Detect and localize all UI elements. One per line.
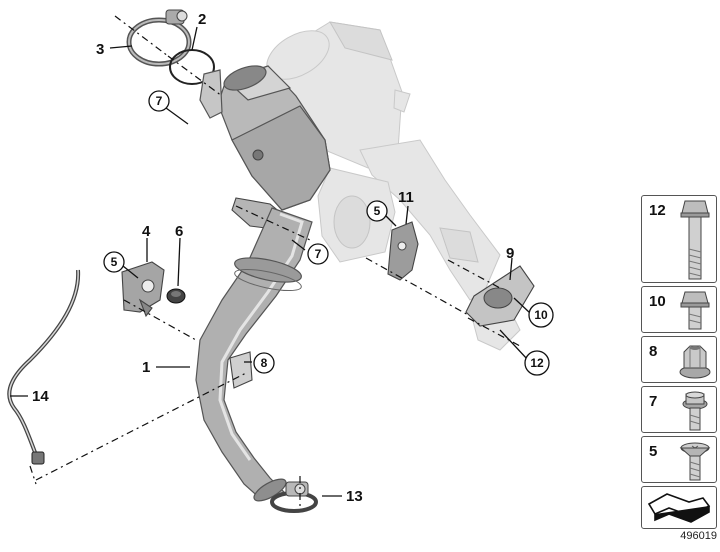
callout-13: 13 xyxy=(346,488,363,505)
callout-3: 3 xyxy=(96,41,104,58)
torx-bolt-icon xyxy=(682,391,708,431)
short-hex-bolt-icon xyxy=(680,291,710,330)
legend-cell-7: 7 xyxy=(641,386,717,433)
legend-cell-5: 5 xyxy=(641,436,717,483)
legend-number: 8 xyxy=(649,343,658,360)
legend-number: 10 xyxy=(649,293,666,310)
countersunk-screw-icon xyxy=(679,442,711,481)
svg-text:7: 7 xyxy=(315,247,322,261)
callout-1: 1 xyxy=(142,359,150,376)
callout-8: 8 xyxy=(253,352,275,374)
callout-6: 6 xyxy=(175,223,183,240)
legend-cell-10: 10 xyxy=(641,286,717,333)
callout-11: 11 xyxy=(398,189,414,206)
svg-text:7: 7 xyxy=(156,94,163,108)
callout-7-top: 7 xyxy=(148,90,170,112)
callout-10: 10 xyxy=(528,302,554,328)
callout-2: 2 xyxy=(198,11,206,28)
callout-5-left: 5 xyxy=(103,251,125,273)
legend-cell-8: 8 xyxy=(641,336,717,383)
assembly-lines xyxy=(29,15,521,510)
mounting-plate xyxy=(121,261,165,318)
sensor-cable xyxy=(7,269,81,465)
callout-9: 9 xyxy=(506,245,514,262)
front-exhaust-pipe xyxy=(195,207,313,502)
ghosted-particulate-filter xyxy=(266,21,521,351)
rear-bracket xyxy=(387,221,419,281)
fastener-legend: 12 10 8 7 xyxy=(641,195,717,532)
legend-number: 5 xyxy=(649,443,658,460)
svg-text:10: 10 xyxy=(534,308,548,322)
legend-cell-12: 12 xyxy=(641,195,717,283)
lower-clamp xyxy=(270,481,318,513)
callout-5-right: 5 xyxy=(366,200,388,222)
legend-number: 12 xyxy=(649,202,666,219)
catalytic-converter xyxy=(199,65,331,211)
flange-nut-icon xyxy=(679,345,711,379)
layout-pattern-icon xyxy=(647,493,711,523)
legend-number: 7 xyxy=(649,393,658,410)
svg-text:8: 8 xyxy=(261,356,268,370)
callout-14: 14 xyxy=(32,388,49,405)
callout-7-middle: 7 xyxy=(307,243,329,265)
exhaust-flange xyxy=(465,265,535,327)
clamp-ring xyxy=(126,9,192,67)
leader-lines xyxy=(10,26,531,497)
document-number: 496019 xyxy=(680,530,717,542)
long-hex-bolt-icon xyxy=(680,200,710,280)
callout-12: 12 xyxy=(524,350,550,376)
svg-text:12: 12 xyxy=(530,356,544,370)
svg-text:5: 5 xyxy=(111,255,118,269)
callout-4: 4 xyxy=(142,223,151,240)
rubber-grommet xyxy=(166,288,186,304)
svg-text:5: 5 xyxy=(374,204,381,218)
pipe-clip xyxy=(229,351,253,389)
legend-cell-pattern xyxy=(641,486,717,529)
